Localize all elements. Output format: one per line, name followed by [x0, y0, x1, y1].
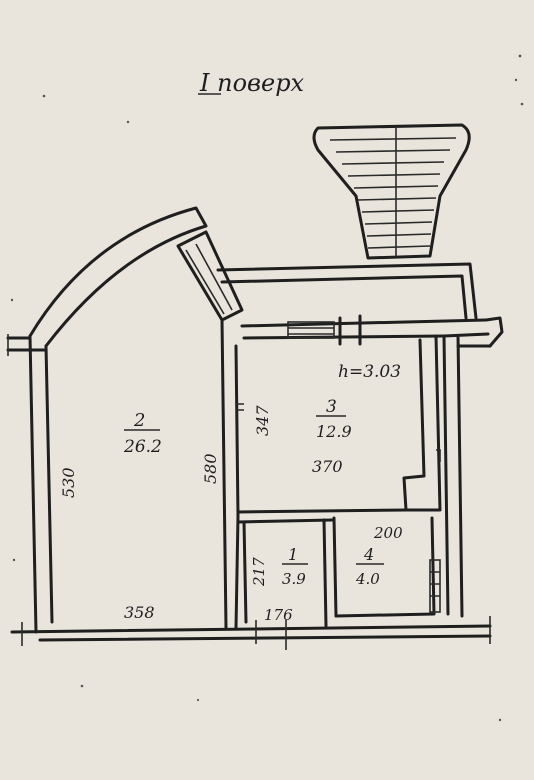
room-1-area: 3.9 — [282, 570, 306, 588]
dim-room1-width: 176 — [264, 606, 293, 624]
dim-room2-width: 358 — [124, 603, 155, 622]
paper-specks — [10, 54, 524, 722]
outer-walls — [6, 206, 504, 642]
room-2-area: 26.2 — [123, 437, 162, 457]
room-2-number: 2 — [133, 410, 145, 431]
dim-room1-height: 217 — [250, 557, 268, 587]
room-4-area: 4.0 — [355, 570, 380, 588]
dim-room3-height: 347 — [253, 405, 272, 436]
interior-walls — [220, 318, 442, 630]
room-3-number: 3 — [326, 397, 337, 417]
staircase — [312, 123, 471, 260]
room-1-number: 1 — [288, 545, 298, 564]
room-3-area: 12.9 — [316, 422, 352, 441]
dim-room4-width: 200 — [373, 524, 403, 542]
ceiling-height-label: h=3.03 — [338, 362, 401, 382]
floor-title: I поверх — [199, 69, 305, 97]
dim-room2-height-right: 580 — [201, 453, 220, 484]
dim-room2-height-left: 530 — [59, 467, 78, 498]
room-4-number: 4 — [363, 545, 374, 564]
top-opening — [287, 314, 362, 346]
dim-room3-width: 370 — [312, 457, 343, 476]
landing — [216, 262, 478, 320]
dimension-ticks — [7, 334, 491, 650]
